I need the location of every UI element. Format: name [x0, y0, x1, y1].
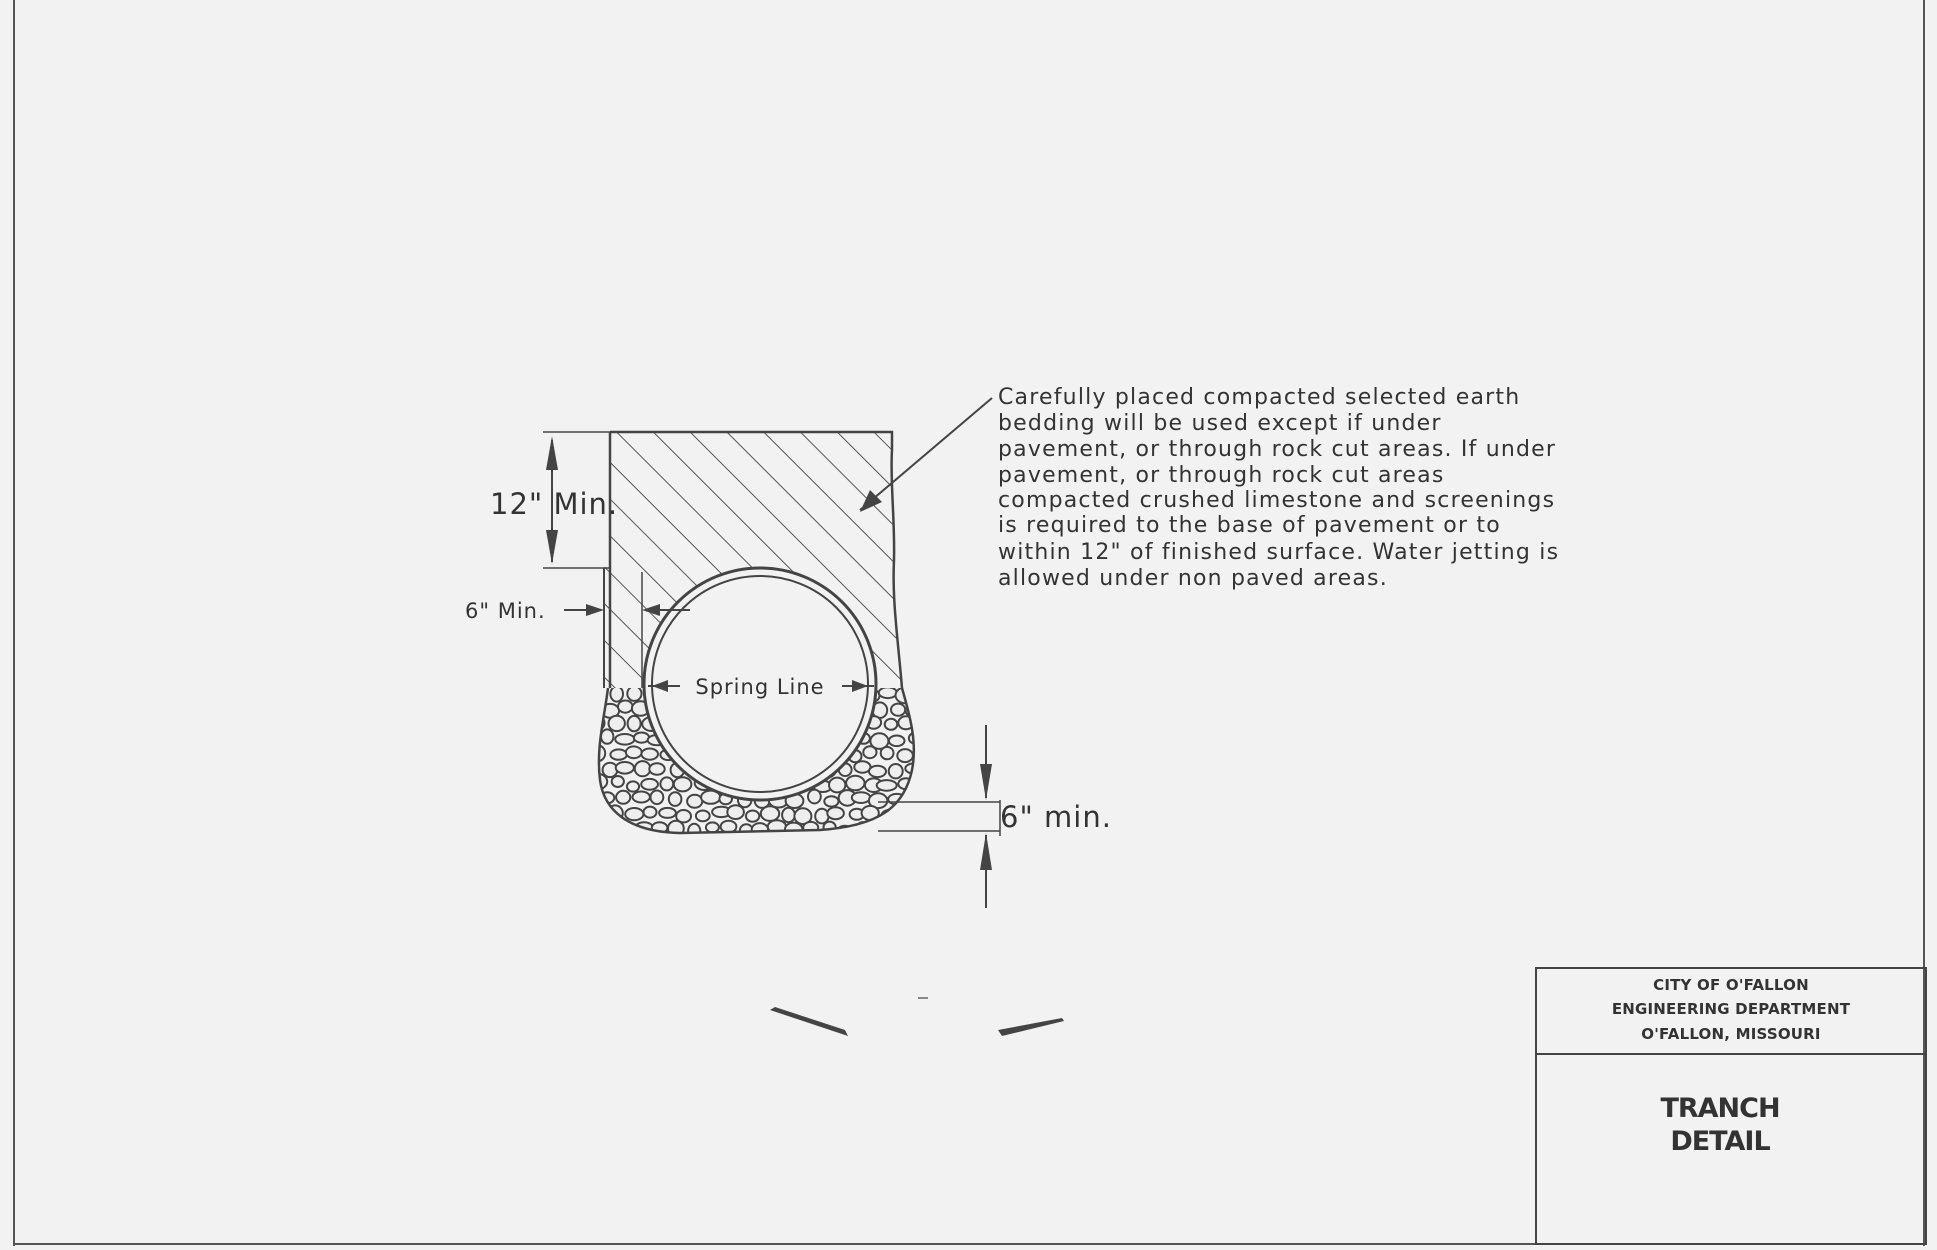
gravel-stone	[687, 822, 702, 833]
gravel-stone	[686, 793, 704, 809]
gravel-stone	[610, 775, 625, 788]
org-location: O'FALLON, MISSOURI	[1641, 1025, 1820, 1043]
gravel-stone	[862, 745, 878, 760]
cover-dimension: 12" Min.	[490, 431, 618, 569]
gravel-stone	[897, 806, 914, 822]
side-dimension-label: 6" Min.	[465, 599, 546, 623]
gravel-stone	[617, 699, 634, 714]
gravel-bedding-outline	[597, 687, 916, 835]
note-line: pavement, or through rock cut areas. If …	[998, 437, 1556, 462]
gravel-stone	[658, 806, 677, 819]
gravel-stone	[845, 774, 866, 792]
bottom-dimension: 6" min.	[878, 725, 1112, 908]
gravel-stone	[640, 777, 659, 791]
gravel-stone	[868, 764, 887, 779]
gravel-stone	[667, 791, 683, 807]
spring-line-label: Spring Line	[695, 675, 824, 699]
gravel-stone	[850, 791, 872, 804]
note-line: compacted crushed limestone and screenin…	[998, 488, 1555, 513]
gravel-stone	[867, 792, 889, 810]
gravel-stone	[793, 807, 813, 826]
gravel-stone	[598, 803, 609, 820]
note-line: allowed under non paved areas.	[998, 566, 1388, 591]
note-line: pavement, or through rock cut areas	[998, 463, 1445, 488]
gravel-stone	[614, 761, 635, 775]
gravel-stone	[609, 688, 625, 703]
spring-line: Spring Line	[648, 675, 874, 699]
org-name: CITY OF O'FALLON	[1653, 976, 1809, 994]
gravel-stone	[625, 780, 641, 793]
side-dimension: 6" Min.	[465, 572, 690, 688]
drawing-title-line2: DETAIL	[1670, 1126, 1770, 1157]
note-line: bedding will be used except if under	[998, 411, 1442, 436]
gravel-stone	[672, 776, 693, 793]
gravel-stone	[807, 788, 822, 805]
gravel-stone	[626, 714, 642, 733]
gravel-stone	[744, 809, 761, 823]
gravel-stone	[598, 744, 607, 763]
gravel-stone	[726, 804, 745, 820]
gravel-stone	[675, 809, 692, 824]
drawing-title-line1: TRANCH	[1660, 1093, 1779, 1124]
gravel-stone	[659, 776, 675, 792]
gravel-stone	[598, 773, 609, 791]
gravel-stone	[609, 748, 628, 761]
gravel-stone	[826, 806, 845, 821]
gravel-stone	[880, 808, 901, 822]
note-line: Carefully placed compacted selected eart…	[998, 385, 1520, 410]
stray-marks	[770, 997, 1064, 1036]
gravel-stone	[598, 688, 608, 701]
gravel-stone	[823, 795, 840, 808]
gravel-stone	[904, 762, 914, 775]
gravel-stone	[649, 789, 665, 806]
gravel-stone	[624, 745, 643, 760]
cover-dimension-label: 12" Min.	[490, 487, 618, 521]
gravel-stone	[750, 822, 770, 833]
gravel-stone	[883, 717, 899, 731]
gravel-stone	[614, 733, 636, 746]
gravel-stone	[633, 760, 652, 778]
org-department: ENGINEERING DEPARTMENT	[1612, 1000, 1851, 1018]
note-line: is required to the base of pavement or t…	[998, 513, 1501, 538]
gravel-stone	[875, 779, 898, 792]
gravel-stone	[598, 820, 619, 833]
gravel-stone	[648, 762, 666, 776]
bedding-note: Carefully placed compacted selected eart…	[998, 385, 1559, 591]
gravel-stone	[890, 702, 907, 717]
note-leader	[859, 397, 993, 512]
gravel-stone	[618, 820, 634, 833]
gravel-stone	[822, 820, 837, 833]
pipe	[642, 566, 878, 802]
gravel-stone	[632, 731, 651, 744]
gravel-stone	[759, 805, 781, 822]
gravel-stone	[907, 731, 914, 745]
gravel-stone	[887, 763, 904, 780]
gravel-stone	[694, 809, 711, 823]
gravel-stone	[640, 747, 660, 761]
gravel-stone	[607, 714, 626, 733]
gravel-stone	[896, 748, 914, 764]
gravel-stone	[877, 688, 898, 700]
gravel-stone	[642, 805, 658, 819]
gravel-stone	[615, 789, 632, 805]
gravel-stone	[704, 821, 720, 833]
gravel-stone	[802, 820, 820, 833]
gravel-stone	[781, 806, 796, 824]
title-block: CITY OF O'FALLON ENGINEERING DEPARTMENT …	[1535, 967, 1927, 1245]
gravel-stone	[887, 734, 906, 748]
gravel-stone	[890, 821, 906, 833]
gravel-stone	[626, 688, 643, 702]
note-line: within 12" of finished surface. Water je…	[998, 540, 1559, 565]
gravel-stone	[600, 728, 615, 745]
bottom-dimension-label: 6" min.	[1000, 800, 1112, 834]
gravel-stone	[904, 823, 914, 833]
sheet-border	[13, 0, 1925, 1246]
gravel-stone	[631, 790, 651, 804]
gravel-stone	[624, 807, 645, 822]
gravel-stone	[879, 745, 895, 761]
